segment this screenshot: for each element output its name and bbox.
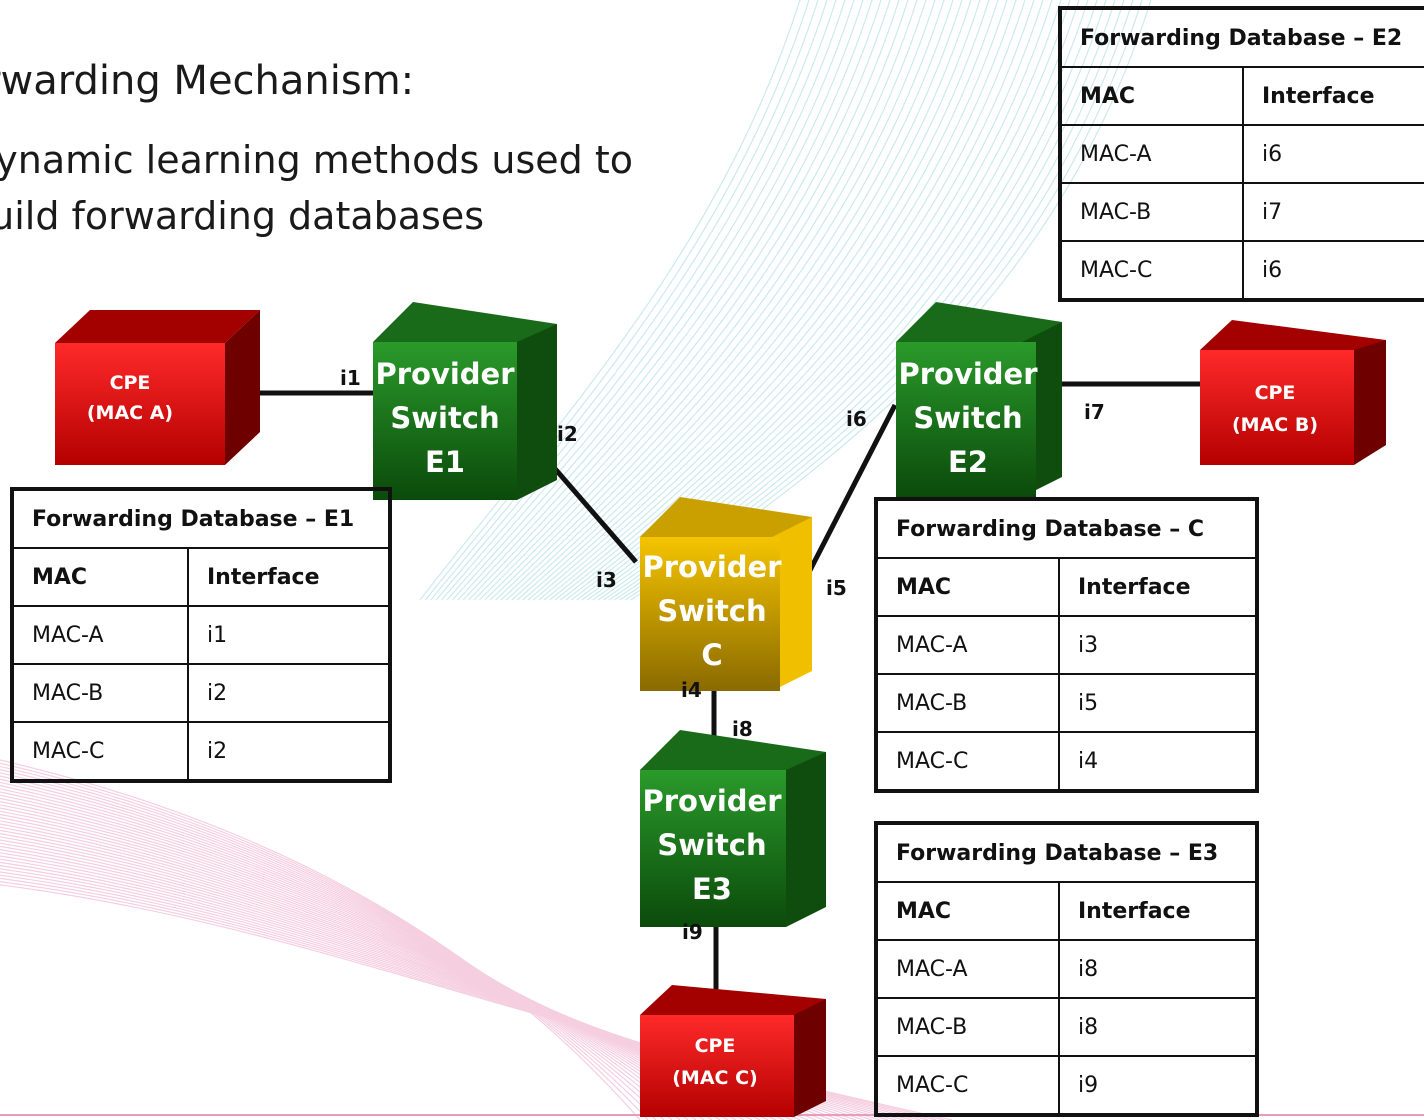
fdb-e2-mac: MAC-A <box>1059 124 1244 184</box>
fdb-e1-if: i2 <box>187 721 391 782</box>
fdb-e3-mac: MAC-B <box>875 997 1060 1057</box>
fdb-c-col-mac: MAC <box>875 557 1060 617</box>
fdb-e1-mac: MAC-A <box>11 605 189 665</box>
fdb-e3-mac: MAC-C <box>875 1055 1060 1116</box>
fdb-table-e3: Forwarding Database – E3 MAC Interface M… <box>874 821 1259 1117</box>
slide-bullet-line-1: Dynamic learning methods used to <box>0 138 634 182</box>
fdb-e3-title: Forwarding Database – E3 <box>875 822 1258 883</box>
iface-i2: i2 <box>557 422 578 446</box>
switch-e3-label-3: E3 <box>692 872 732 906</box>
fdb-c-if: i5 <box>1058 673 1258 733</box>
fdb-table-c: Forwarding Database – C MAC Interface MA… <box>874 497 1259 793</box>
fdb-table-e2: Forwarding Database – E2 MAC Interface M… <box>1058 6 1424 302</box>
fdb-e1-col-mac: MAC <box>11 547 189 607</box>
switch-e3: Provider Switch E3 <box>640 730 826 927</box>
fdb-table-e1: Forwarding Database – E1 MAC Interface M… <box>10 487 392 783</box>
fdb-c-col-interface: Interface <box>1058 557 1258 617</box>
cpe-c-label-line1: CPE <box>694 1035 736 1057</box>
iface-i9: i9 <box>682 920 703 944</box>
switch-e2-label-2: Switch <box>913 401 1023 435</box>
switch-e2: Provider Switch E2 <box>896 302 1062 497</box>
fdb-e2-title: Forwarding Database – E2 <box>1059 7 1424 68</box>
iface-i4: i4 <box>681 678 702 702</box>
iface-i6: i6 <box>846 407 867 431</box>
fdb-e3-if: i8 <box>1058 939 1258 999</box>
fdb-e1-if: i1 <box>187 605 391 665</box>
switch-c-label-3: C <box>701 638 723 672</box>
iface-i1: i1 <box>340 366 361 390</box>
fdb-e1-title: Forwarding Database – E1 <box>11 488 391 549</box>
fdb-e2-if: i7 <box>1242 182 1424 242</box>
iface-i8: i8 <box>732 717 753 741</box>
switch-e1: Provider Switch E1 <box>373 302 557 500</box>
fdb-e1-col-interface: Interface <box>187 547 391 607</box>
switch-e1-label-3: E1 <box>425 445 465 479</box>
fdb-e2-mac: MAC-C <box>1059 240 1244 301</box>
cpe-a-label-line1: CPE <box>109 372 151 394</box>
cpe-mac-b: CPE (MAC B) <box>1200 320 1386 465</box>
cpe-a-label-line2: (MAC A) <box>86 402 174 424</box>
fdb-e1-if: i2 <box>187 663 391 723</box>
iface-i7: i7 <box>1084 400 1105 424</box>
fdb-c-mac: MAC-B <box>875 673 1060 733</box>
cpe-b-label-line1: CPE <box>1254 382 1296 404</box>
switch-e1-label-2: Switch <box>390 401 500 435</box>
cpe-mac-a: CPE (MAC A) <box>55 310 260 465</box>
iface-i5: i5 <box>826 576 847 600</box>
fdb-e3-if: i8 <box>1058 997 1258 1057</box>
switch-e1-label-1: Provider <box>375 357 515 391</box>
fdb-e3-clip: Forwarding Database – E3 MAC Interface M… <box>874 821 1266 1120</box>
fdb-c-mac: MAC-A <box>875 615 1060 675</box>
fdb-e2-col-mac: MAC <box>1059 66 1244 126</box>
switch-e2-label-1: Provider <box>898 357 1038 391</box>
fdb-e1-mac: MAC-B <box>11 663 189 723</box>
switch-e2-label-3: E2 <box>948 445 988 479</box>
slide-heading: Forwarding Mechanism: <box>0 58 415 104</box>
fdb-c-mac: MAC-C <box>875 731 1060 792</box>
switch-c-label-2: Switch <box>657 594 767 628</box>
switch-e3-label-2: Switch <box>657 828 767 862</box>
iface-i3: i3 <box>596 568 617 592</box>
fdb-e3-col-mac: MAC <box>875 881 1060 941</box>
fdb-e2-clip: Forwarding Database – E2 MAC Interface M… <box>1058 6 1424 312</box>
cpe-b-label-line2: (MAC B) <box>1231 414 1319 436</box>
fdb-e2-if: i6 <box>1242 240 1424 301</box>
slide-bullet-line-2: build forwarding databases <box>0 194 485 238</box>
fdb-e3-mac: MAC-A <box>875 939 1060 999</box>
fdb-e1-mac: MAC-C <box>11 721 189 782</box>
link-c-e2 <box>802 403 898 582</box>
switch-c-label-1: Provider <box>642 550 782 584</box>
fdb-e3-if: i9 <box>1058 1055 1258 1116</box>
switch-c: Provider Switch C <box>640 497 812 691</box>
cpe-mac-c: CPE (MAC C) <box>640 985 826 1117</box>
fdb-c-if: i4 <box>1058 731 1258 792</box>
switch-e3-label-1: Provider <box>642 784 782 818</box>
fdb-c-title: Forwarding Database – C <box>875 498 1258 559</box>
cpe-c-label-line2: (MAC C) <box>672 1067 758 1089</box>
fdb-e2-mac: MAC-B <box>1059 182 1244 242</box>
fdb-c-if: i3 <box>1058 615 1258 675</box>
fdb-e3-col-interface: Interface <box>1058 881 1258 941</box>
fdb-e2-col-interface: Interface <box>1242 66 1424 126</box>
fdb-e2-if: i6 <box>1242 124 1424 184</box>
